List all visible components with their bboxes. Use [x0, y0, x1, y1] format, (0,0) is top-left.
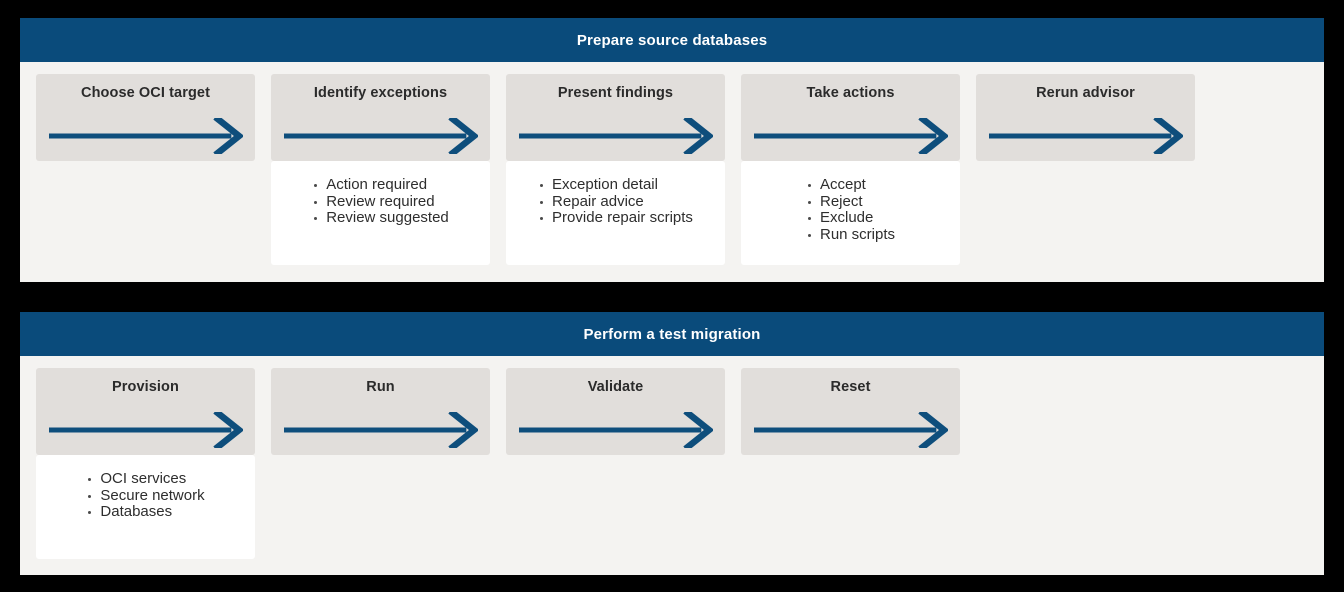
bullet-item: Exception detail [538, 176, 693, 194]
stage-card[interactable]: Validate [506, 368, 725, 455]
right-arrow-icon [519, 118, 713, 154]
bullet-item: Databases [86, 503, 204, 521]
stage-title: Reset [830, 379, 871, 395]
bullet-item: Provide repair scripts [538, 209, 693, 227]
bullet-item: Exclude [806, 209, 895, 227]
bullet-item: OCI services [86, 470, 204, 488]
stage-arrow [519, 412, 713, 448]
right-arrow-icon [49, 118, 243, 154]
stage-title: Identify exceptions [313, 85, 448, 101]
stage-card[interactable]: Take actions [741, 74, 960, 161]
stage: Run [271, 368, 490, 455]
stage-title: Validate [587, 379, 644, 395]
bullet-item: Repair advice [538, 193, 693, 211]
right-arrow-icon [284, 118, 478, 154]
stage-title: Rerun advisor [1036, 85, 1135, 101]
section-header: Prepare source databases [20, 18, 1324, 62]
stage-title: Take actions [806, 85, 895, 101]
stage-card[interactable]: Present findings [506, 74, 725, 161]
right-arrow-icon [754, 118, 948, 154]
stage-title: Run [366, 379, 395, 395]
bullet-item: Review required [312, 193, 449, 211]
section-header: Perform a test migration [20, 312, 1324, 356]
stage-arrow [754, 412, 948, 448]
stage: Validate [506, 368, 725, 455]
stage: Choose OCI target [36, 74, 255, 161]
stage-card[interactable]: Provision [36, 368, 255, 455]
stage: Rerun advisor [976, 74, 1195, 161]
stage-title: Provision [112, 379, 179, 395]
stage-arrow [49, 412, 243, 448]
right-arrow-icon [49, 412, 243, 448]
stage-card[interactable]: Reset [741, 368, 960, 455]
stage: Reset [741, 368, 960, 455]
stage-arrow [754, 118, 948, 154]
bullet-item: Run scripts [806, 226, 895, 244]
stage-arrow [989, 118, 1183, 154]
stage-arrow [284, 412, 478, 448]
stage-arrow [284, 118, 478, 154]
stage-title: Choose OCI target [81, 85, 210, 101]
section-header-title: Perform a test migration [583, 325, 761, 343]
stage-card[interactable]: Rerun advisor [976, 74, 1195, 161]
bullet-item: Action required [312, 176, 449, 194]
bullet-item: Review suggested [312, 209, 449, 227]
bullet-item: Reject [806, 193, 895, 211]
stage-card[interactable]: Run [271, 368, 490, 455]
stage-arrow [49, 118, 243, 154]
right-arrow-icon [989, 118, 1183, 154]
bullet-item: Accept [806, 176, 895, 194]
right-arrow-icon [754, 412, 948, 448]
stage-title: Present findings [557, 85, 674, 101]
stage-card[interactable]: Choose OCI target [36, 74, 255, 161]
stage-card[interactable]: Identify exceptions [271, 74, 490, 161]
right-arrow-icon [519, 412, 713, 448]
stage-arrow [519, 118, 713, 154]
right-arrow-icon [284, 412, 478, 448]
section-header-title: Prepare source databases [576, 31, 768, 49]
bullet-item: Secure network [86, 487, 205, 505]
